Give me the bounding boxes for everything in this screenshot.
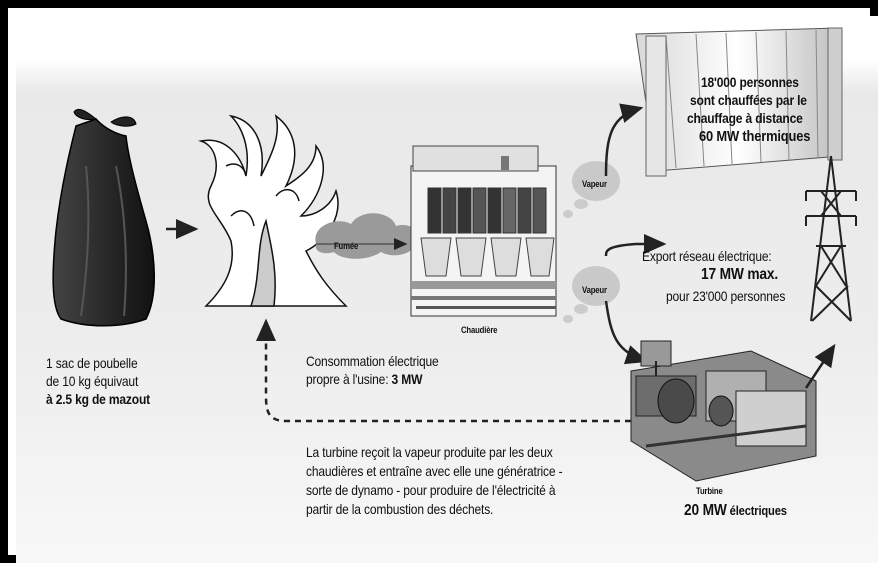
fire-icon	[198, 114, 348, 307]
vapeur-label-top: Vapeur	[582, 179, 607, 189]
bag-text-line3: à 2.5 kg de mazout	[46, 391, 150, 407]
bag-text-line1: 1 sac de poubelle	[46, 355, 138, 371]
turbine-desc-line3: sorte de dynamo - pour produire de l'éle…	[306, 482, 556, 498]
chaudiere-label: Chaudière	[461, 325, 498, 335]
output-value: 20 MW	[684, 502, 727, 519]
power-pylon-icon	[805, 155, 857, 322]
vapeur-label-bottom: Vapeur	[582, 285, 607, 295]
conso-prefix: propre à l'usine:	[306, 371, 392, 387]
turbine-desc-line4: partir de la combustion des déchets.	[306, 501, 494, 517]
bag-text-line2: de 10 kg équivaut	[46, 373, 139, 389]
conso-value: 3 MW	[391, 371, 423, 387]
turbine-label: Turbine	[696, 486, 723, 496]
boiler-icon	[410, 145, 557, 317]
export-text-line1: Export réseau électrique:	[642, 248, 772, 264]
turbine-icon	[630, 340, 817, 482]
export-text-line3: pour 23'000 personnes	[666, 288, 786, 304]
diagram-graphics	[52, 27, 857, 482]
turbine-desc-line1: La turbine reçoit la vapeur produite par…	[306, 444, 553, 460]
heat-text-line4: 60 MW thermiques	[699, 128, 811, 145]
heat-text-line1: 18'000 personnes	[701, 74, 799, 90]
output-unit: électriques	[726, 503, 787, 518]
diagram-canvas: 1 sac de poubelle de 10 kg équivaut à 2.…	[16, 16, 878, 563]
output-text: 20 MW électriques	[684, 502, 787, 519]
turbine-desc-line2: chaudières et entraîne avec elle une gén…	[306, 463, 563, 479]
steam-cloud-icon	[315, 213, 418, 259]
export-text-line2: 17 MW max.	[701, 266, 779, 283]
steam-cloud-icon	[563, 161, 620, 323]
conso-text-line1: Consommation électrique	[306, 353, 439, 369]
heat-text-line2: sont chauffées par le	[690, 92, 807, 108]
conso-text-line2: propre à l'usine: 3 MW	[306, 371, 422, 388]
radiator-icon	[635, 27, 843, 177]
heat-text-line3: chauffage à distance	[687, 110, 803, 126]
fumee-label: Fumée	[334, 241, 359, 251]
garbage-bag-icon	[52, 108, 155, 327]
